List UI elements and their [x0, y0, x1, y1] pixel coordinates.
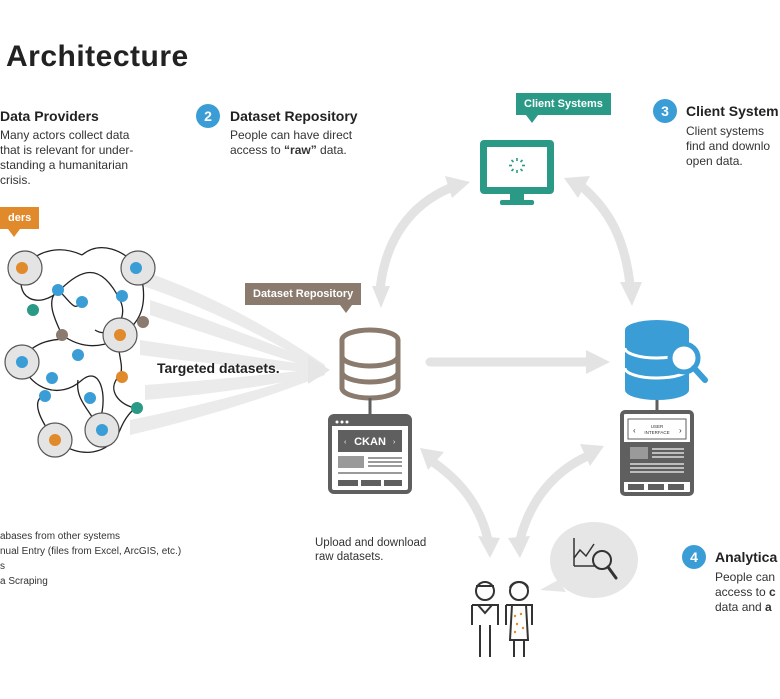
data-providers-heading: Data Providers: [0, 108, 99, 124]
provider-nodes-large: [4, 250, 156, 458]
magnifier-icon: [592, 550, 612, 570]
analytical-heading: Analytica: [715, 549, 778, 565]
funnel-arrow-icon: [308, 356, 330, 384]
page-title: Architecture: [6, 40, 189, 73]
ckan-window: ‹ › CKAN: [328, 414, 412, 494]
source-item: abases from other systems: [0, 531, 121, 542]
step-number-3: 3: [653, 99, 677, 123]
desc-emphasis: c: [769, 585, 776, 599]
desc-line: Client systems: [686, 124, 765, 138]
flow-arrows: [375, 180, 635, 545]
arrowhead-icon: [420, 448, 444, 470]
desc-text: access to: [715, 585, 770, 599]
desc-emphasis: a: [765, 600, 772, 614]
tag-pointer: [526, 115, 538, 123]
data-providers-description: Many actors collect data that is relevan…: [0, 128, 133, 188]
chevron-right-icon: ›: [393, 439, 396, 446]
source-item: a Scraping: [0, 576, 48, 587]
source-item: nual Entry (files from Excel, ArcGIS, et…: [0, 546, 182, 557]
search-database-icon: [623, 320, 708, 400]
dataset-repository-tag: Dataset Repository: [245, 283, 362, 305]
step-number-4: 4: [682, 545, 706, 569]
arrowheads: [372, 176, 642, 558]
upload-download-caption: Upload and download raw datasets.: [315, 536, 426, 564]
data-providers-tag: ders: [0, 207, 40, 229]
desc-line: data and a: [715, 600, 776, 615]
arrowhead-icon: [508, 536, 530, 558]
desc-line: open data.: [686, 154, 743, 168]
desc-text: data and: [715, 600, 766, 614]
dress-pattern: [513, 612, 525, 634]
provider-nodes-small: [16, 262, 149, 446]
analytical-description: People can access to c data and a: [715, 570, 776, 615]
arrowhead-icon: [372, 286, 390, 308]
dataset-repository-description: People can have direct access to “raw” d…: [230, 128, 352, 158]
people-icon: [471, 581, 533, 657]
desc-line: that is relevant for under-: [0, 143, 134, 157]
desc-line: Many actors collect data: [0, 128, 130, 142]
loading-spinner-icon: [509, 158, 525, 173]
desc-text: data.: [316, 143, 347, 157]
arrowhead-icon: [620, 282, 642, 306]
source-item: s: [0, 561, 5, 572]
client-systems-tag: Client Systems: [516, 93, 611, 115]
repository-database-icon: [339, 327, 401, 401]
caption-line: Upload and download: [315, 537, 427, 549]
magnifier-icon: [667, 341, 701, 375]
dataset-repository-heading: Dataset Repository: [230, 108, 358, 124]
targeted-datasets-label: Targeted datasets.: [157, 360, 280, 376]
desc-text: access to: [230, 143, 285, 157]
dataset-funnel: [130, 270, 325, 435]
arrowhead-icon: [478, 536, 500, 558]
desc-line: access to c: [715, 585, 776, 600]
ui-label-line: INTERFACE: [644, 430, 669, 435]
chevron-right-icon: ›: [679, 426, 682, 435]
step-number-2: 2: [196, 104, 220, 128]
tag-pointer: [340, 305, 352, 313]
arrow-repo-to-client: [375, 183, 455, 295]
caption-line: raw datasets.: [315, 551, 384, 563]
arrowhead-icon: [580, 444, 604, 466]
desc-line: People can have direct: [230, 128, 353, 142]
arrow-client-to-search: [575, 180, 635, 290]
desc-line: access to “raw” data.: [230, 143, 352, 158]
arrowhead-icon: [586, 350, 610, 374]
ckan-label: CKAN: [354, 436, 386, 448]
client-monitor-icon: [480, 140, 554, 205]
user-interface-window: ‹ › USER INTERFACE: [620, 410, 694, 496]
tag-pointer: [8, 229, 20, 237]
desc-line: find and downlo: [686, 139, 771, 153]
arrow-repo-to-people: [425, 455, 493, 545]
desc-emphasis: “raw”: [284, 143, 317, 157]
arrowhead-icon: [445, 176, 470, 198]
client-systems-heading: Client System: [686, 103, 779, 119]
chevron-left-icon: ‹: [633, 426, 636, 435]
source-list: abases from other systems nual Entry (fi…: [0, 529, 181, 589]
arrow-people-to-search: [515, 450, 595, 545]
desc-line: crisis.: [0, 173, 31, 187]
trend-chart-icon: [573, 543, 595, 559]
analytics-bubble: [540, 522, 638, 598]
ui-label-line: USER: [651, 424, 664, 429]
arrowhead-icon: [564, 176, 590, 198]
chevron-left-icon: ‹: [344, 439, 347, 446]
client-systems-description: Client systems find and downlo open data…: [686, 124, 770, 169]
desc-line: People can: [715, 570, 776, 584]
desc-line: standing a humanitarian: [0, 158, 129, 172]
